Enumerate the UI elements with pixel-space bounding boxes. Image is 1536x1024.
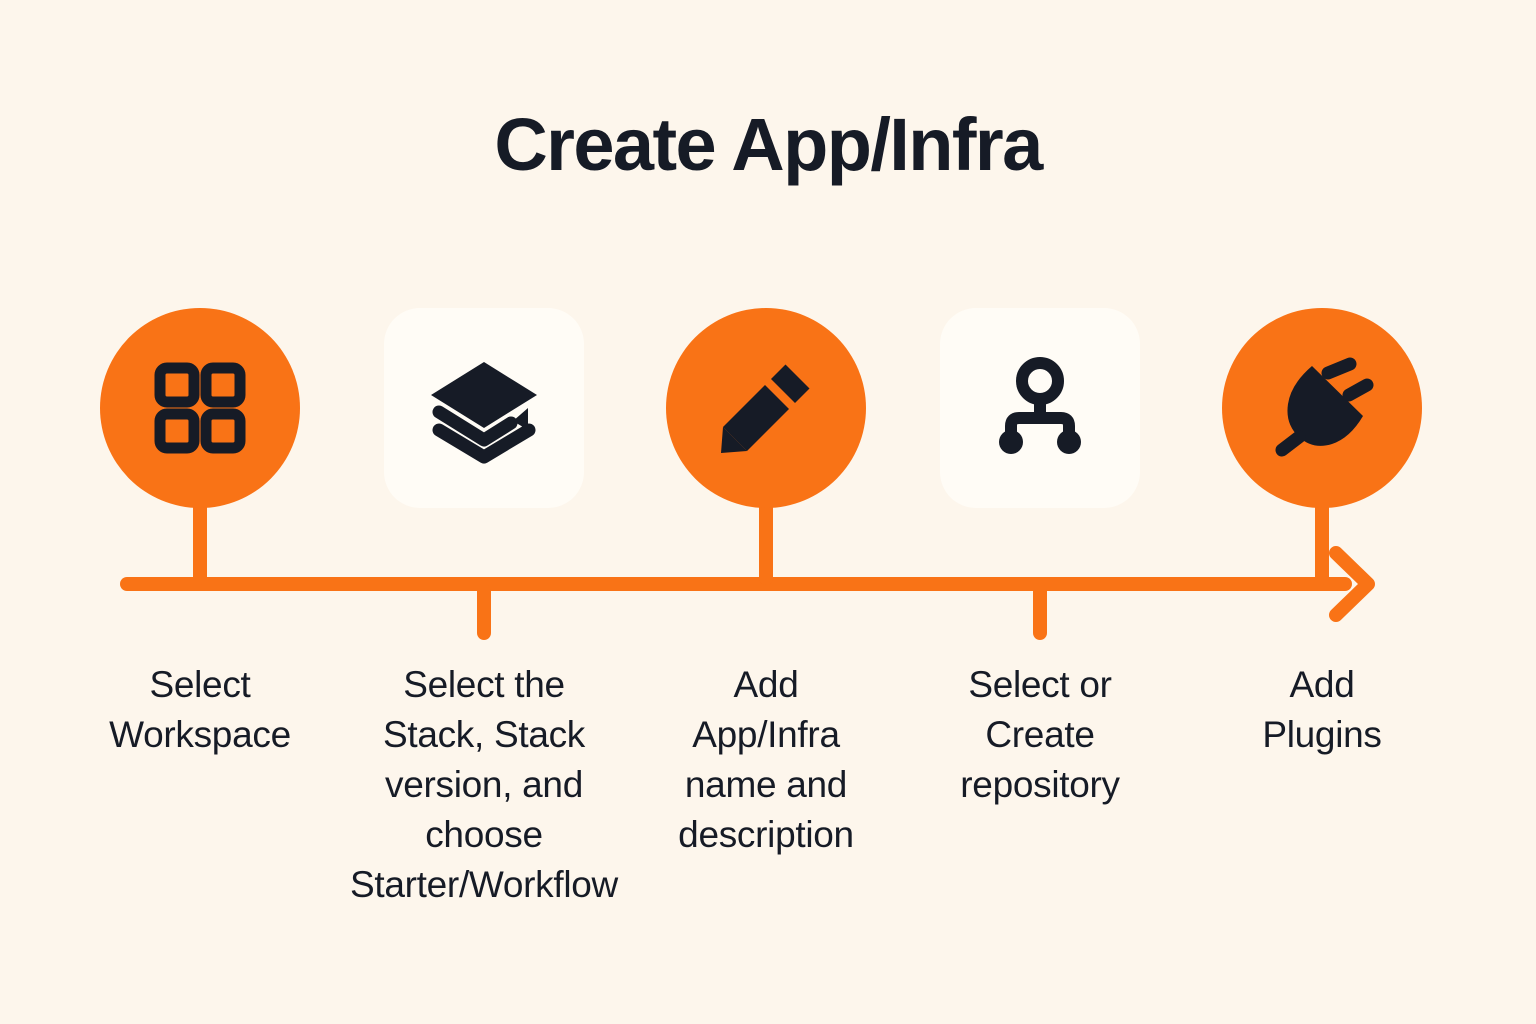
page-title: Create App/Infra <box>494 103 1043 186</box>
step-5-caption: Add Plugins <box>1262 664 1382 755</box>
step-3-node[interactable] <box>666 308 866 508</box>
step-3-caption: Add App/Infra name and description <box>678 664 854 855</box>
step-2-stem <box>477 584 491 640</box>
plug-plugin-icon <box>1266 352 1378 464</box>
step-2-node[interactable] <box>384 308 584 508</box>
repository-branch-icon <box>984 352 1096 464</box>
arrow-right-icon <box>1328 545 1380 623</box>
step-2-caption: Select the Stack, Stack version, and cho… <box>350 664 618 905</box>
pencil-edit-icon <box>710 352 822 464</box>
step-4-caption: Select or Create repository <box>960 664 1120 805</box>
grid-squares-icon <box>144 352 256 464</box>
timeline-axis <box>120 577 1352 591</box>
layers-stack-icon <box>425 352 543 464</box>
step-4-node[interactable] <box>940 308 1140 508</box>
step-5-node[interactable] <box>1222 308 1422 508</box>
step-1-caption: Select Workspace <box>109 664 291 755</box>
step-1-node[interactable] <box>100 308 300 508</box>
step-4-stem <box>1033 584 1047 640</box>
